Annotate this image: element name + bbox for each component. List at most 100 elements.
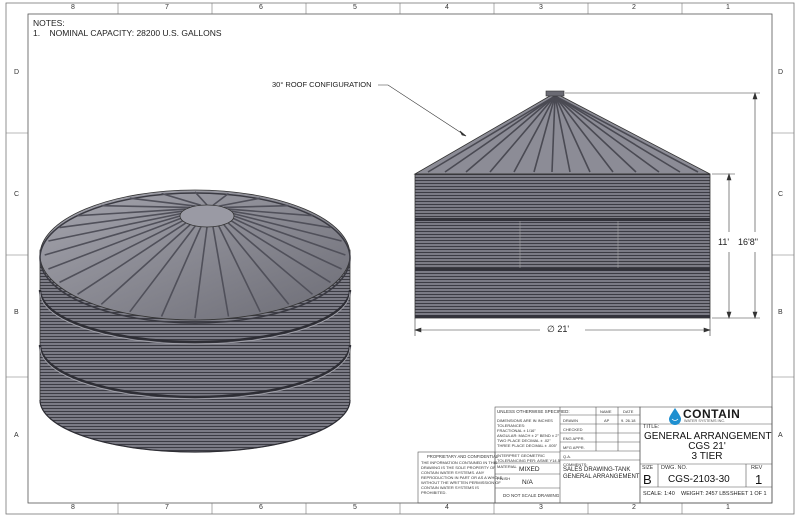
roof-rib — [227, 222, 314, 295]
roof-rib — [77, 208, 186, 217]
unless-specified: UNLESS OTHERWISE SPECIFIED: — [497, 409, 570, 414]
wall-height-dimension: 11' — [718, 237, 730, 247]
name-header: NAME — [600, 409, 612, 414]
qa-label: Q.A. — [563, 454, 572, 459]
cone-rib — [427, 95, 556, 173]
cone-rib — [554, 95, 681, 173]
dims-in-inches: DIMENSIONS ARE IN INCHES — [497, 418, 553, 423]
rev-label: REV — [751, 465, 763, 471]
zone-col-5-bottom: 5 — [353, 504, 357, 511]
zone-col-1-bottom: 1 — [726, 504, 730, 511]
proprietary-line: DRAWING IS THE SOLE PROPERTY OF — [421, 465, 496, 470]
zone-col-2: 2 — [632, 4, 636, 11]
company-logo-text: CONTAIN — [683, 407, 741, 421]
zone-col-7: 7 — [165, 4, 169, 11]
roof-rib — [100, 224, 191, 305]
roof-rib — [212, 192, 229, 206]
drawn-label: DRAWN — [563, 418, 578, 423]
comment-line-1: SALES DRAWING-TANK — [563, 467, 631, 473]
cone-rib — [444, 95, 556, 173]
zone-col-6: 6 — [259, 4, 263, 11]
mfg-appr-label: MFG APPR. — [563, 445, 585, 450]
zone-col-8: 8 — [71, 4, 75, 11]
proprietary-line: THE INFORMATION CONTAINED IN THIS — [421, 460, 498, 465]
comment-line-2: GENERAL ARRANGEMENT — [563, 474, 640, 480]
zone-row-b: B — [14, 309, 19, 316]
zone-col-6-bottom: 6 — [259, 504, 263, 511]
cone-rib — [551, 95, 556, 173]
proprietary-line: CONTAIN WATER SYSTEMS IS — [421, 485, 479, 490]
cone-rib — [465, 95, 556, 173]
dwg-no-label: DWG. NO. — [661, 465, 688, 471]
roof-rib — [233, 212, 342, 242]
roof-rib — [218, 197, 261, 207]
drawn-date: 9. 26.18 — [621, 418, 636, 423]
size-value: B — [643, 472, 652, 487]
finish-value: N/A — [522, 479, 533, 486]
zone-ticks — [6, 3, 794, 514]
drawing-title-line-3: 3 TIER — [691, 451, 723, 462]
elevation-tank — [413, 90, 711, 319]
finish-label: FINISH — [497, 476, 511, 481]
roof-rib — [48, 212, 181, 242]
zone-col-4: 4 — [445, 4, 449, 11]
zone-col-5: 5 — [353, 4, 357, 11]
roof-rib — [217, 225, 261, 313]
eng-appr-label: ENG APPR. — [563, 436, 585, 441]
checked-label: CHECKED — [563, 427, 583, 432]
roof-rib — [194, 226, 208, 319]
roof-rib — [228, 208, 313, 217]
roof-rib — [101, 204, 191, 209]
tolerancing-per: TOLERANCING PER: ASME Y14.5 — [497, 458, 560, 463]
roof-rib — [212, 226, 230, 317]
roof-rib — [160, 226, 202, 317]
weight: WEIGHT: 2457 LBS — [681, 491, 730, 497]
company-tagline: WATER SYSTEMS INC. — [684, 419, 726, 423]
isometric-tank — [38, 189, 352, 453]
proprietary-line: PROHIBITED. — [421, 490, 447, 495]
dimension-lines — [378, 84, 760, 336]
title-label: TITLE: — [643, 424, 660, 430]
do-not-scale: DO NOT SCALE DRAWING — [503, 493, 560, 498]
roof-rib — [231, 210, 331, 229]
two-place-tolerance: TWO PLACE DECIMAL ± .02" — [497, 438, 551, 443]
fractional-tolerance: FRACTIONAL ± 1/16" — [497, 428, 536, 433]
roof-rib — [77, 222, 187, 295]
zone-col-7-bottom: 7 — [165, 504, 169, 511]
roof-rib — [233, 215, 346, 256]
note-text: NOMINAL CAPACITY: 28200 U.S. GALLONS — [49, 28, 222, 38]
roof-rib — [223, 224, 290, 305]
date-header: DATE — [623, 409, 634, 414]
note-item: 1. NOMINAL CAPACITY: 28200 U.S. GALLONS — [33, 28, 222, 38]
logo-drop-icon — [669, 408, 681, 425]
roof-rib — [223, 204, 289, 209]
cone-rib — [554, 95, 637, 173]
zone-col-4-bottom: 4 — [445, 504, 449, 511]
sheet-number: SHEET 1 OF 1 — [730, 491, 767, 497]
roof-rib — [161, 192, 202, 207]
three-place-tolerance: THREE PLACE DECIMAL ± .005" — [497, 443, 558, 448]
title-block-grid — [417, 406, 773, 504]
roof-callout: 30° ROOF CONFIGURATION — [272, 80, 372, 89]
cone-rib — [513, 95, 556, 173]
material-label: MATERIAL — [497, 464, 517, 469]
drawn-name: AP — [604, 418, 610, 423]
comments-label: COMMENTS: — [563, 462, 588, 467]
cone-rib — [554, 95, 660, 173]
zone-col-1: 1 — [726, 4, 730, 11]
roof-rib — [232, 217, 342, 270]
zone-row-d: D — [14, 69, 20, 76]
notes-block: NOTES: 1. NOMINAL CAPACITY: 28200 U.S. G… — [33, 18, 222, 38]
drawing-title-line-1: GENERAL ARRANGEMENT — [644, 431, 772, 442]
tolerances-label: TOLERANCES: — [497, 423, 526, 428]
scale: SCALE: 1:40 — [643, 491, 675, 497]
angular-tolerance: ANGULAR: MACH ± 2° BEND ± 2° — [497, 433, 560, 438]
zone-col-3-bottom: 3 — [539, 504, 543, 511]
notes-heading: NOTES: — [33, 18, 65, 28]
cone-rib — [489, 95, 556, 173]
roof-rib — [129, 197, 196, 207]
drawing-title-line-2: CGS 21' — [688, 441, 726, 452]
zone-row-b-right: B — [778, 309, 783, 316]
roof-rib — [59, 210, 183, 229]
